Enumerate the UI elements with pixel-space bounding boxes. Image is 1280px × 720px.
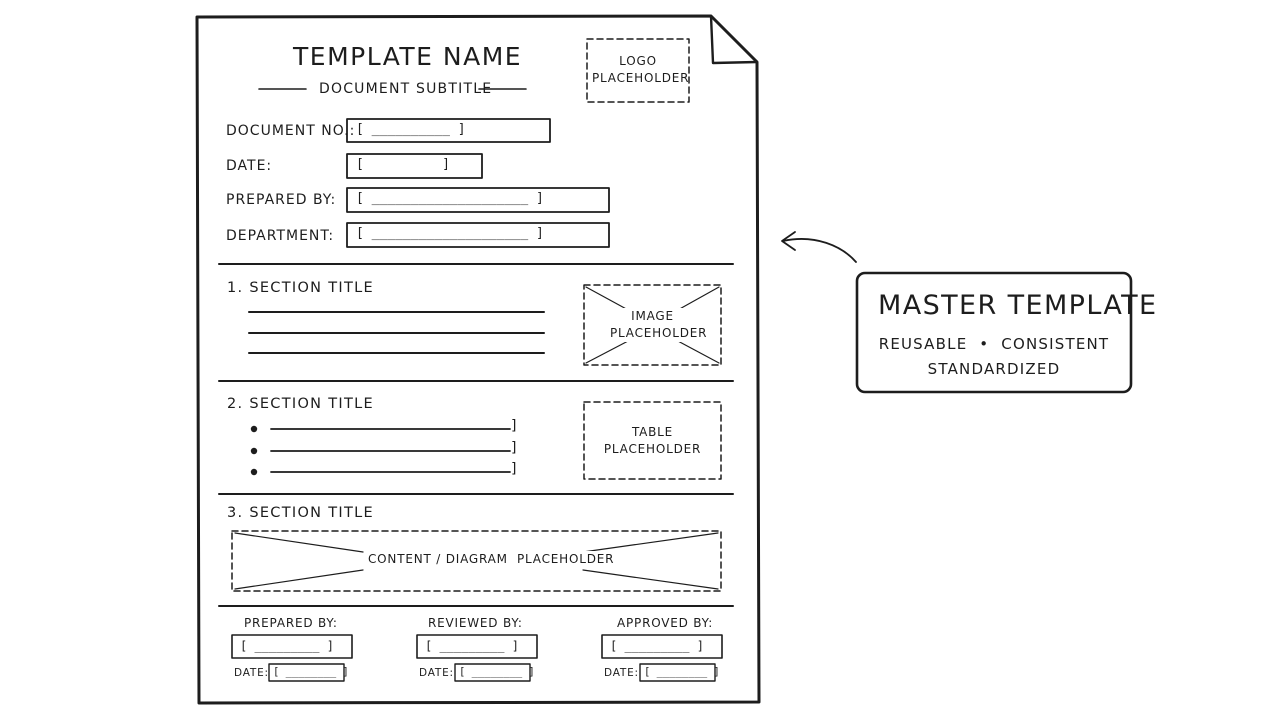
date-box bbox=[346, 153, 483, 179]
image-placeholder-label: IMAGE PLACEHOLDER bbox=[610, 308, 706, 342]
signoff-prepared-date-label: DATE: bbox=[234, 667, 269, 679]
department-label: DEPARTMENT: bbox=[226, 228, 335, 244]
table-placeholder-label: TABLE PLACEHOLDER bbox=[600, 424, 705, 458]
date-label: DATE: bbox=[226, 158, 273, 174]
signoff-prepared-label: PREPARED BY: bbox=[244, 616, 338, 630]
signoff-prepared-box[interactable]: [ _________ ] bbox=[240, 639, 334, 653]
template-title: TEMPLATE NAME bbox=[293, 42, 523, 71]
signoff-approved-label: APPROVED BY: bbox=[617, 616, 714, 630]
signoff-approved-date-box[interactable]: [ ________ ] bbox=[644, 666, 720, 678]
signoff-reviewed-box[interactable]: [ _________ ] bbox=[425, 639, 519, 653]
signoff-approved-box[interactable]: [ _________ ] bbox=[610, 639, 704, 653]
image-placeholder-text: IMAGE PLACEHOLDER bbox=[610, 309, 708, 340]
document-subtitle: DOCUMENT SUBTITLE bbox=[319, 81, 493, 97]
page-outline bbox=[195, 14, 761, 705]
signoff-reviewed-date-box[interactable]: [ ________ ] bbox=[459, 666, 535, 678]
prepared-by-box bbox=[346, 187, 610, 213]
document-no-label: DOCUMENT NO.: bbox=[226, 123, 356, 139]
document-no-box bbox=[346, 118, 551, 143]
department-box bbox=[346, 222, 610, 248]
callout-line-1: REUSABLE • CONSISTENT bbox=[878, 335, 1110, 353]
callout-title: MASTER TEMPLATE bbox=[878, 290, 1158, 321]
bullet-2-end: ] bbox=[511, 440, 518, 456]
image-placeholder-box bbox=[583, 284, 722, 366]
callout-box bbox=[855, 271, 1133, 394]
logo-placeholder-text: LOGO PLACEHOLDER bbox=[592, 54, 690, 85]
signoff-reviewed-label: REVIEWED BY: bbox=[428, 616, 523, 630]
section-1-title: 1. SECTION TITLE bbox=[227, 280, 374, 296]
signoff-approved-date-label: DATE: bbox=[604, 667, 639, 679]
bullet-3-end: ] bbox=[511, 461, 518, 477]
logo-placeholder-label: LOGO PLACEHOLDER bbox=[592, 53, 688, 87]
signoff-prepared-date-box[interactable]: [ ________ ] bbox=[273, 666, 349, 678]
page-fold bbox=[709, 14, 759, 65]
document-no-value[interactable]: [ __________ ] bbox=[356, 122, 466, 137]
prepared-by-label: PREPARED BY: bbox=[226, 192, 337, 208]
logo-placeholder-box bbox=[586, 38, 690, 103]
signoff-reviewed-date-label: DATE: bbox=[419, 667, 454, 679]
department-value[interactable]: [ ____________________ ] bbox=[356, 226, 544, 241]
table-placeholder-box bbox=[583, 401, 722, 480]
section-2-title: 2. SECTION TITLE bbox=[227, 396, 374, 412]
content-placeholder-label: CONTENT / DIAGRAM PLACEHOLDER bbox=[365, 551, 618, 568]
date-value[interactable]: [ ] bbox=[356, 157, 450, 172]
content-placeholder-box bbox=[231, 530, 722, 592]
prepared-by-value[interactable]: [ ____________________ ] bbox=[356, 191, 544, 206]
arrow-icon bbox=[782, 238, 857, 263]
table-placeholder-text: TABLE PLACEHOLDER bbox=[603, 425, 702, 456]
bullet-1-end: ] bbox=[511, 418, 518, 434]
callout-line-2: STANDARDIZED bbox=[927, 360, 1061, 378]
section-3-title: 3. SECTION TITLE bbox=[227, 505, 374, 521]
